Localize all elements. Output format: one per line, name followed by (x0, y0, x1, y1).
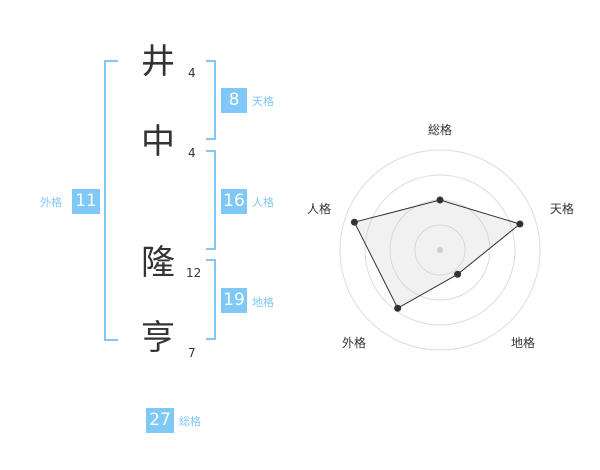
radar-data-polygon (353, 199, 521, 309)
radar-point (454, 270, 462, 278)
name-char-3: 隆 (141, 243, 175, 283)
radar-axis-label-gaikaku: 外格 (342, 335, 366, 350)
radar-point (436, 196, 444, 204)
stroke-count-4: 7 (188, 346, 196, 360)
radar-ring (339, 149, 541, 351)
gaikaku-score-badge: 11 (72, 189, 100, 214)
name-char-2: 中 (141, 122, 175, 162)
radar-point (516, 220, 524, 228)
gaikaku-label: 外格 (40, 196, 62, 209)
radar-data-points (350, 196, 524, 312)
soukaku-label: 総格 (179, 415, 201, 428)
radar-ring (414, 224, 466, 276)
stroke-count-2: 4 (188, 146, 196, 160)
radar-axis-label-chikaku: 地格 (511, 335, 535, 350)
chikaku-score-badge: 19 (221, 288, 247, 313)
chikaku-bracket (206, 259, 216, 340)
jinkaku-label: 人格 (252, 196, 274, 209)
jinkaku-score-badge: 16 (221, 189, 247, 214)
tenkaku-bracket (206, 60, 216, 140)
radar-point (394, 304, 402, 312)
jinkaku-bracket (206, 150, 216, 250)
radar-point (350, 218, 358, 226)
radar-axis-label-soukaku: 総格 (428, 122, 452, 137)
stroke-count-3: 12 (186, 266, 202, 280)
stroke-count-1: 4 (188, 66, 196, 80)
radar-grid (339, 149, 541, 351)
name-char-4: 亨 (141, 318, 175, 358)
gaikaku-bracket (104, 60, 118, 341)
radar-center-dot (437, 247, 443, 253)
soukaku-score-badge: 27 (146, 408, 174, 433)
tenkaku-label: 天格 (252, 95, 274, 108)
radar-axis-label-tenkaku: 天格 (550, 201, 574, 216)
chikaku-label: 地格 (252, 296, 274, 309)
radar-axis-label-jinkaku: 人格 (307, 201, 331, 216)
tenkaku-score-badge: 8 (221, 88, 247, 113)
name-char-1: 井 (141, 42, 175, 82)
radar-ring (364, 174, 516, 326)
